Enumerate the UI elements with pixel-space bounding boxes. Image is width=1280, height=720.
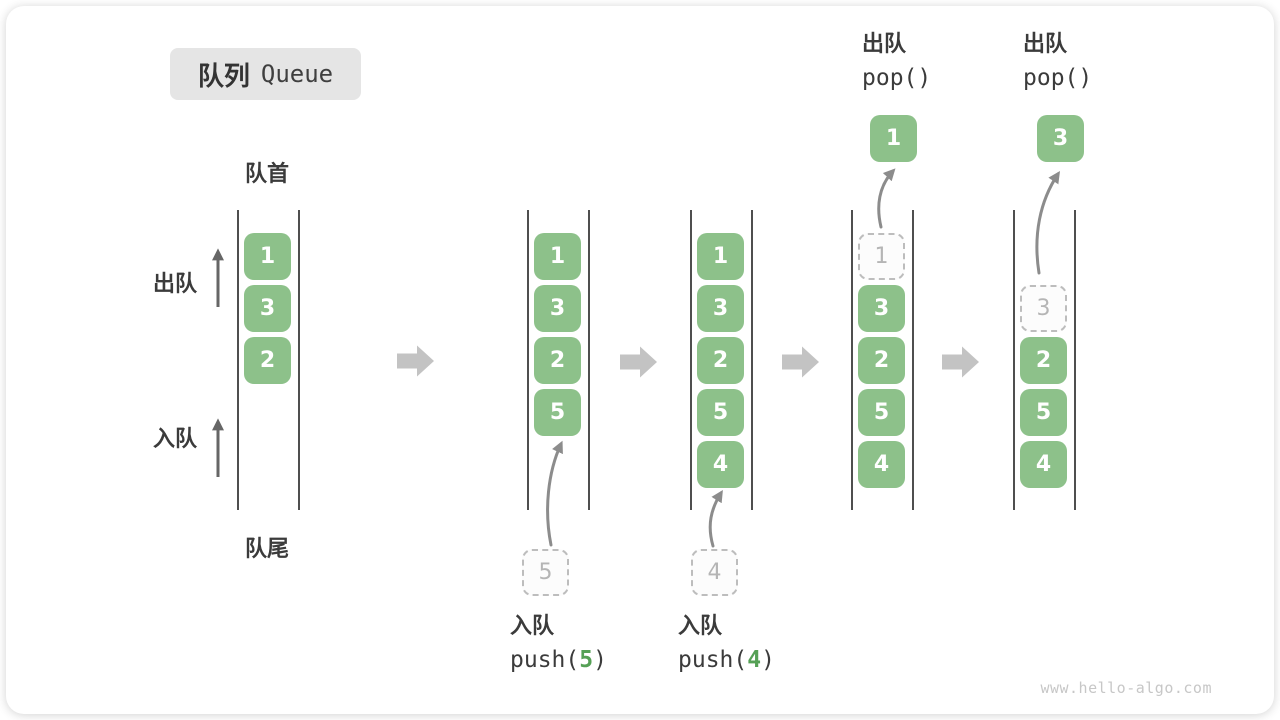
dequeue-header-op: pop()	[1023, 65, 1093, 91]
queue-cell: 1	[534, 233, 581, 280]
stage-transition-arrow-4	[942, 346, 979, 378]
stage-transition-arrow-1	[397, 345, 434, 377]
enqueue-caption-op: push(5)	[510, 642, 607, 678]
enqueue-caption: 入队 push(5)	[510, 610, 607, 678]
queue-cell: 4	[1020, 441, 1067, 488]
enqueue-caption: 入队 push(4)	[678, 610, 775, 678]
queue-cell: 5	[534, 389, 581, 436]
queue-wall-right	[751, 210, 753, 510]
queue-cell: 3	[858, 285, 905, 332]
enqueue-caption-op: push(4)	[678, 642, 775, 678]
enqueue-arrow	[546, 440, 563, 547]
enqueue-arrow	[708, 489, 723, 548]
queue-cell: 3	[534, 285, 581, 332]
queue-cell: 1	[244, 233, 291, 280]
op-post: )	[593, 647, 607, 673]
queue-wall-left	[690, 210, 692, 510]
stage-transition-arrow-3	[782, 346, 819, 378]
enqueue-label: 入队	[153, 426, 198, 451]
queue-wall-left	[527, 210, 529, 510]
op-arg: 5	[579, 647, 594, 673]
queue-cell: 3	[697, 285, 744, 332]
queue-cell: 2	[858, 337, 905, 384]
queue-wall-left	[851, 210, 853, 510]
queue-wall-right	[1074, 210, 1076, 510]
incoming-element: 5	[522, 549, 569, 596]
enqueue-caption-zh: 入队	[510, 613, 555, 638]
popped-element: 3	[1037, 115, 1084, 162]
queue-cell: 2	[534, 337, 581, 384]
op-pre: push(	[510, 647, 580, 673]
queue-cell: 4	[697, 441, 744, 488]
title-zh: 队列	[197, 60, 250, 91]
watermark: www.hello-algo.com	[1040, 679, 1212, 697]
queue-cell-dashed: 1	[858, 233, 905, 280]
dequeue-header-zh: 出队	[862, 31, 907, 56]
queue-cell-dashed: 3	[1020, 285, 1067, 332]
queue-wall-right	[912, 210, 914, 510]
queue-rear-label: 队尾	[245, 536, 290, 561]
queue-front-label: 队首	[245, 161, 290, 186]
queue-cell: 1	[697, 233, 744, 280]
queue-cell: 5	[858, 389, 905, 436]
popped-element: 1	[870, 115, 917, 162]
title-box: 队列 Queue	[170, 48, 361, 100]
stage-transition-arrow-2	[620, 346, 657, 378]
dequeue-header: 出队 pop()	[862, 28, 931, 96]
enqueue-caption-zh: 入队	[678, 613, 723, 638]
op-arg: 4	[747, 647, 762, 673]
queue-cell: 3	[244, 285, 291, 332]
queue-wall-right	[298, 210, 300, 510]
dequeue-header-zh: 出队	[1023, 31, 1068, 56]
queue-cell: 2	[1020, 337, 1067, 384]
queue-cell: 2	[244, 337, 291, 384]
pop-arrow	[1035, 171, 1060, 275]
queue-wall-left	[237, 210, 239, 510]
title-en: Queue	[260, 60, 334, 88]
incoming-element: 4	[691, 549, 738, 596]
queue-cell: 4	[858, 441, 905, 488]
queue-wall-left	[1013, 210, 1015, 510]
queue-wall-right	[588, 210, 590, 510]
queue-cell: 5	[697, 389, 744, 436]
dequeue-header: 出队 pop()	[1023, 28, 1092, 96]
pop-arrow	[877, 168, 896, 229]
dequeue-header-op: pop()	[862, 65, 932, 91]
queue-cell: 5	[1020, 389, 1067, 436]
queue-cell: 2	[697, 337, 744, 384]
op-pre: push(	[678, 647, 748, 673]
op-post: )	[761, 647, 775, 673]
dequeue-label: 出队	[153, 271, 198, 296]
